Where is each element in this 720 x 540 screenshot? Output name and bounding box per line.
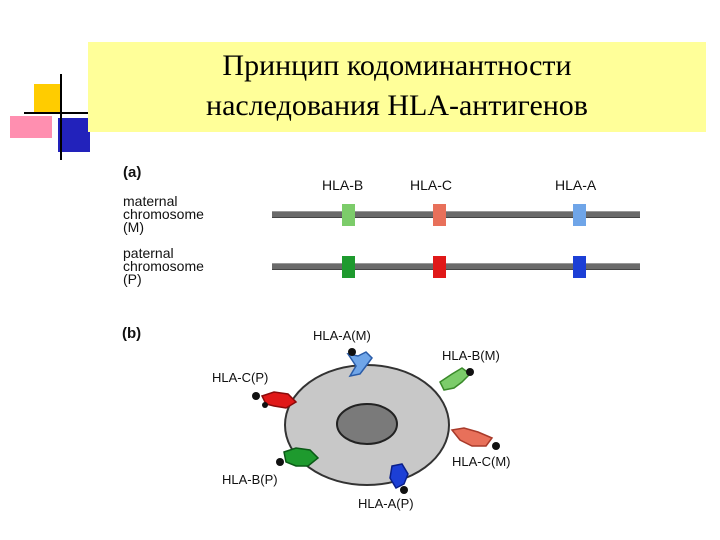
- gene-hla-c-maternal: [433, 204, 446, 226]
- label-hla-a-maternal: HLA-A(M): [313, 328, 371, 343]
- label-hla-c-maternal: HLA-C(M): [452, 454, 511, 469]
- gene-hla-c-paternal: [433, 256, 446, 278]
- label-hla-c-paternal: HLA-C(P): [212, 370, 268, 385]
- molecule-hla-c-maternal: [450, 427, 500, 450]
- label-hla-b-paternal: HLA-B(P): [222, 472, 278, 487]
- paternal-label-line3: (P): [123, 271, 142, 287]
- molecule-hla-a-maternal: [346, 348, 373, 378]
- panel-a-label: (a): [123, 164, 142, 181]
- cell-nucleus: [336, 403, 398, 445]
- panel-b-label: (b): [122, 325, 142, 342]
- gene-header-hla-a: HLA-A: [555, 177, 597, 193]
- label-hla-a-paternal: HLA-A(P): [358, 496, 414, 511]
- gene-header-hla-c: HLA-C: [410, 177, 453, 193]
- decor-blue-square: [58, 118, 90, 152]
- molecule-hla-b-paternal: [276, 447, 320, 467]
- molecule-hla-c-paternal: [252, 391, 298, 409]
- label-hla-b-maternal: HLA-B(M): [442, 348, 500, 363]
- molecule-hla-a-paternal: [389, 463, 409, 494]
- molecule-hla-b-maternal: [439, 367, 474, 391]
- decor-pink-square: [10, 116, 52, 138]
- paternal-label-line2: chromosome: [123, 258, 204, 274]
- gene-header-hla-b: HLA-B: [322, 177, 364, 193]
- title-background: [88, 42, 706, 132]
- maternal-label-line3: (M): [123, 219, 144, 235]
- paternal-chromosome: [272, 263, 640, 270]
- maternal-label-line1: maternal: [123, 193, 178, 209]
- gene-hla-b-paternal: [342, 256, 355, 278]
- gene-hla-a-maternal: [573, 204, 586, 226]
- slide-title-line1: Принцип кодоминантности: [222, 49, 572, 82]
- maternal-chromosome: [272, 211, 640, 218]
- gene-hla-b-maternal: [342, 204, 355, 226]
- maternal-label-line2: chromosome: [123, 206, 204, 222]
- decor-yellow-square: [34, 84, 60, 112]
- paternal-label-line1: paternal: [123, 245, 174, 261]
- slide-title-line2: наследования HLA-антигенов: [206, 89, 588, 122]
- decor-vertical-line: [60, 74, 62, 160]
- gene-hla-a-paternal: [573, 256, 586, 278]
- decor-horizontal-line: [24, 112, 104, 114]
